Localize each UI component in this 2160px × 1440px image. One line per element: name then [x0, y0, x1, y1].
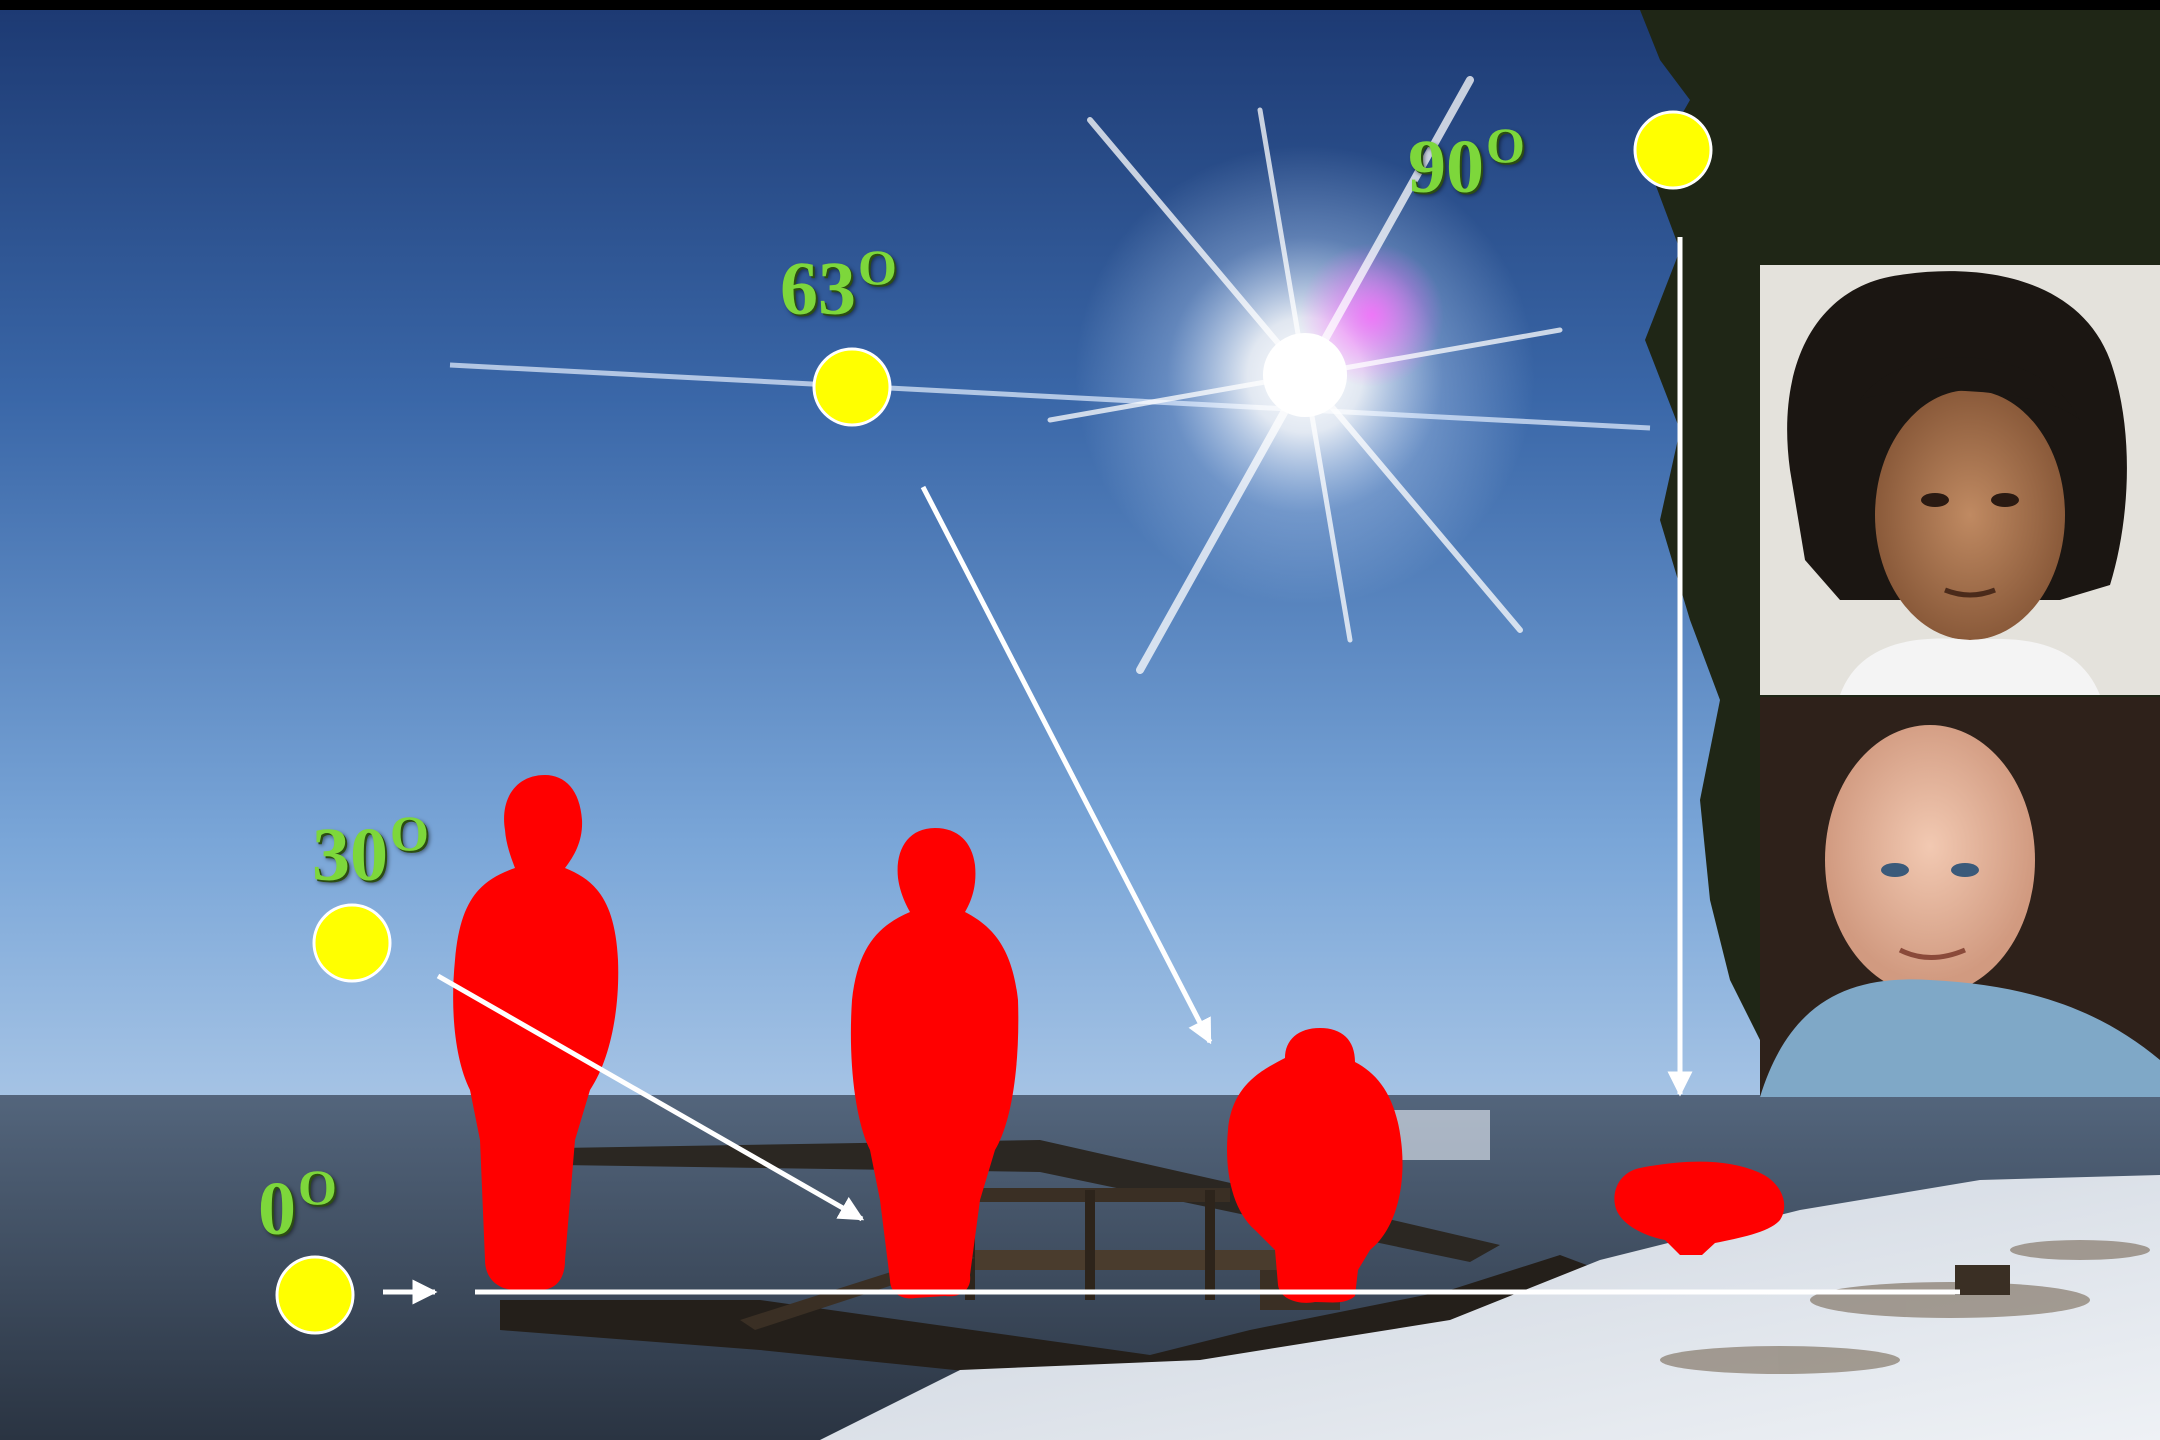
angle-value-0: 0 — [258, 1167, 296, 1251]
angle-label-0: 0O — [258, 1162, 337, 1247]
portrait-curly-hair — [1760, 265, 2160, 695]
person-silhouette-tall-2 — [850, 828, 1019, 1299]
sun-marker-90 — [1633, 110, 1713, 190]
sun-marker-63 — [812, 347, 892, 427]
angle-unit-30: O — [390, 805, 429, 861]
snowy-shore — [820, 1175, 2160, 1440]
angle-unit-63: O — [858, 239, 897, 295]
sun-markers — [275, 110, 1713, 1335]
top-band — [0, 0, 2160, 10]
person-silhouette-crouched — [1227, 1028, 1403, 1303]
arrow-63 — [920, 485, 1213, 1045]
angle-label-63: 63O — [780, 242, 897, 327]
arrows — [383, 237, 1693, 1305]
person-silhouette-flat — [1614, 1161, 1785, 1255]
angle-value-63: 63 — [780, 247, 856, 331]
bench — [1955, 1265, 2010, 1295]
sun-marker-30 — [312, 903, 392, 983]
person-silhouettes — [453, 775, 1785, 1303]
sun-glare — [1047, 76, 1563, 674]
angle-label-90: 90O — [1408, 120, 1525, 205]
angle-value-30: 30 — [312, 813, 388, 897]
portrait-bald — [1760, 697, 2160, 1097]
angle-label-30: 30O — [312, 808, 429, 893]
arrow-30 — [436, 973, 865, 1222]
angle-unit-90: O — [1486, 117, 1525, 173]
angle-unit-0: O — [298, 1159, 337, 1215]
sun-marker-0 — [275, 1255, 355, 1335]
angle-value-90: 90 — [1408, 125, 1484, 209]
